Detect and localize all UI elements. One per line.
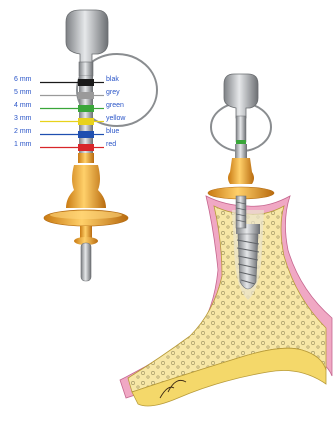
depth-label: 1 mm: [14, 141, 32, 148]
jaw-cross-section: [120, 74, 332, 406]
visible-green-band: [236, 140, 246, 144]
depth-label: 6 mm: [14, 76, 32, 83]
color-name-label: green: [106, 102, 124, 109]
color-name-label: grey: [106, 89, 120, 96]
color-name-label: yellow: [106, 115, 126, 122]
color-band-red: [78, 144, 94, 151]
gauge-shaft-upper: [79, 62, 93, 76]
color-band-blue: [78, 131, 94, 138]
color-name-label: blue: [106, 128, 119, 135]
depth-label: 3 mm: [14, 115, 32, 122]
color-band-yellow: [78, 118, 94, 125]
gauge-collar: [78, 153, 94, 163]
color-name-label: red: [106, 141, 116, 148]
implant-screw: [236, 224, 260, 289]
depth-gauge: 6 mm blak 5 mm grey 4 mm green 3 mm yellow 2 mm b…: [14, 10, 157, 281]
color-name-label: blak: [106, 76, 119, 83]
depth-label: 2 mm: [14, 128, 32, 135]
gauge-gold-body: [66, 165, 106, 208]
gauge-pin: [81, 243, 91, 281]
inserted-gauge-handle: [224, 74, 258, 118]
color-bands: [78, 76, 94, 154]
color-band-grey: [78, 92, 94, 99]
color-band-blak: [78, 79, 94, 86]
depth-label: 5 mm: [14, 89, 32, 96]
depth-label: 4 mm: [14, 102, 32, 109]
color-band-green: [78, 105, 94, 112]
depth-labels: 6 mm blak 5 mm grey 4 mm green 3 mm yellow 2 mm b…: [14, 76, 126, 148]
